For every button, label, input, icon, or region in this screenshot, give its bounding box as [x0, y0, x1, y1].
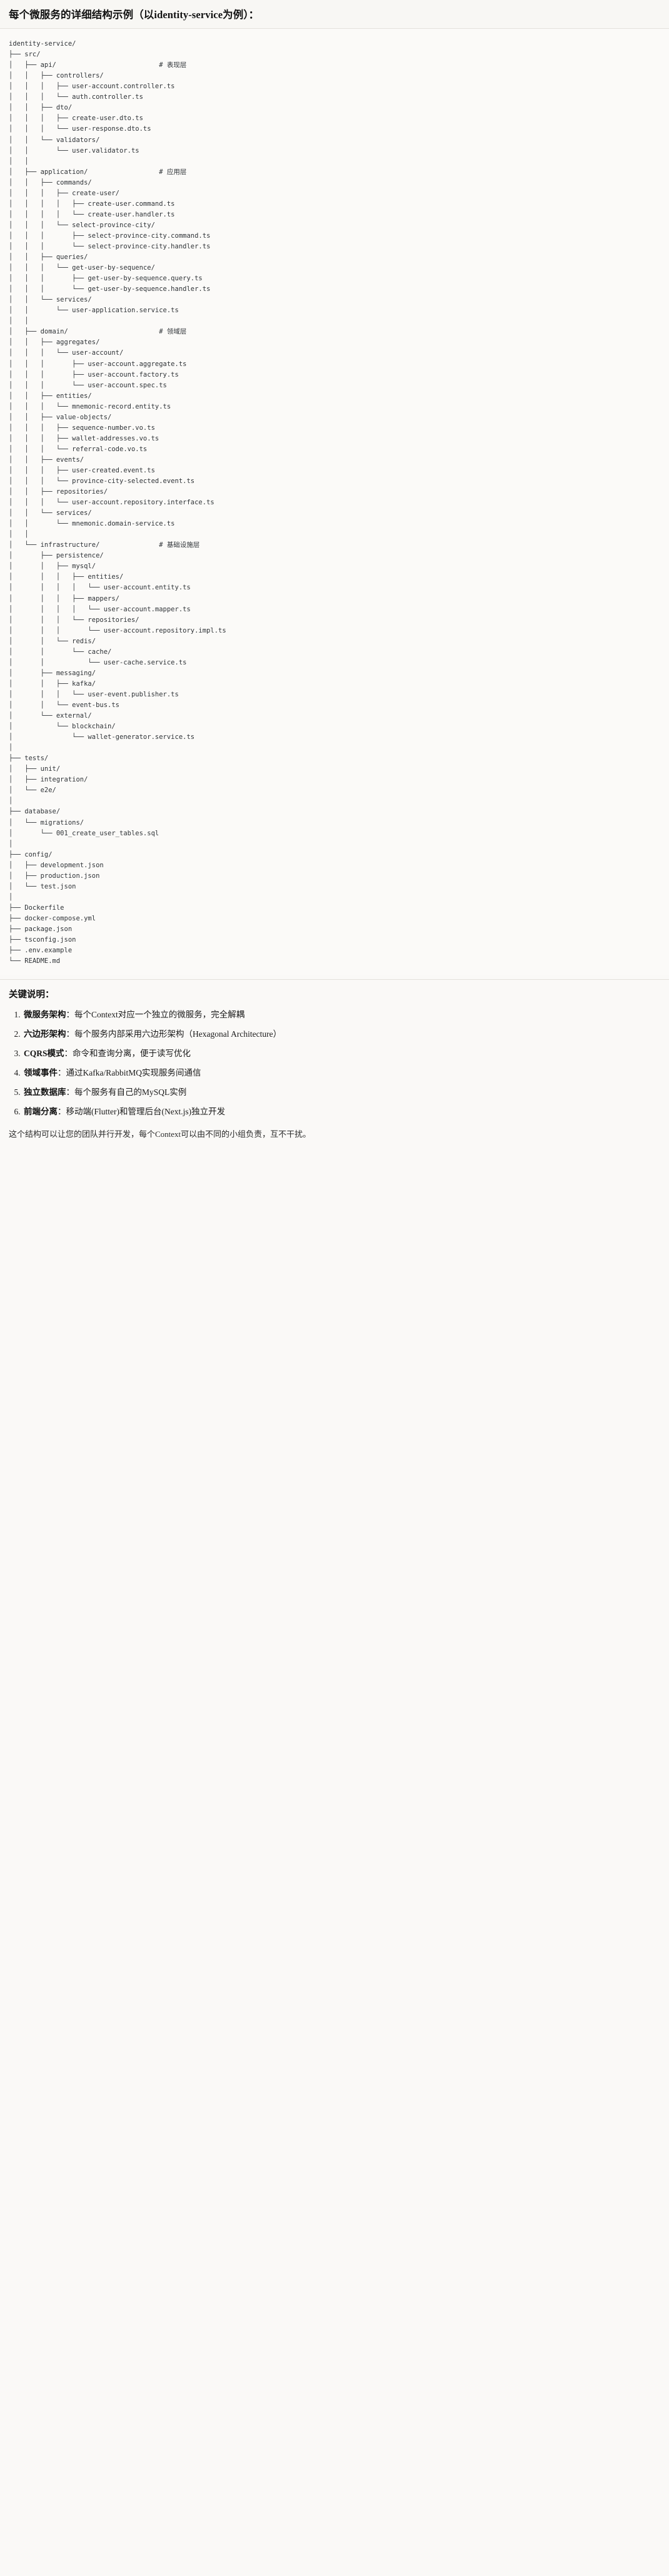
- note-term: 独立数据库: [24, 1087, 66, 1097]
- note-separator: ：: [66, 1029, 75, 1039]
- note-separator: ：: [66, 1009, 75, 1019]
- list-item: 微服务架构：每个Context对应一个独立的微服务，完全解耦: [23, 1009, 660, 1022]
- note-description: 每个服务内部采用六边形架构（Hexagonal Architecture）: [74, 1029, 282, 1039]
- key-notes-list: 微服务架构：每个Context对应一个独立的微服务，完全解耦 六边形架构：每个服…: [9, 1009, 660, 1119]
- list-item: 六边形架构：每个服务内部采用六边形架构（Hexagonal Architectu…: [23, 1028, 660, 1041]
- note-separator: ：: [66, 1087, 75, 1097]
- page-title: 每个微服务的详细结构示例（以identity-service为例）：: [9, 9, 259, 21]
- note-term: 微服务架构: [24, 1009, 66, 1019]
- note-description: 每个服务有自己的MySQL实例: [74, 1087, 187, 1097]
- key-notes-section: 关键说明： 微服务架构：每个Context对应一个独立的微服务，完全解耦 六边形…: [0, 980, 669, 1153]
- list-item: 前端分离：移动端(Flutter)和管理后台(Next.js)独立开发: [23, 1106, 660, 1119]
- note-term: 六边形架构: [24, 1029, 66, 1039]
- note-description: 每个Context对应一个独立的微服务，完全解耦: [74, 1009, 245, 1019]
- note-description: 命令和查询分离，便于读写优化: [73, 1048, 191, 1058]
- note-term: CQRS模式: [24, 1048, 64, 1058]
- closing-paragraph: 这个结构可以让您的团队并行开发，每个Context可以由不同的小组负责，互不干扰…: [9, 1129, 311, 1139]
- list-item: 独立数据库：每个服务有自己的MySQL实例: [23, 1086, 660, 1099]
- list-item: 领域事件：通过Kafka/RabbitMQ实现服务间通信: [23, 1067, 660, 1080]
- note-term: 前端分离: [24, 1106, 58, 1116]
- note-separator: ：: [64, 1048, 73, 1058]
- section-divider: [0, 979, 669, 980]
- key-notes-heading: 关键说明：: [9, 990, 54, 1000]
- note-term: 领域事件: [24, 1067, 58, 1077]
- directory-tree: identity-service/ ├── src/ │ ├── api/ # …: [9, 40, 226, 965]
- directory-tree-block: identity-service/ ├── src/ │ ├── api/ # …: [0, 29, 669, 976]
- note-separator: ：: [58, 1106, 66, 1116]
- list-item: CQRS模式：命令和查询分离，便于读写优化: [23, 1047, 660, 1061]
- note-description: 通过Kafka/RabbitMQ实现服务间通信: [66, 1067, 201, 1077]
- note-description: 移动端(Flutter)和管理后台(Next.js)独立开发: [66, 1106, 226, 1116]
- note-separator: ：: [58, 1067, 66, 1077]
- title-block: 每个微服务的详细结构示例（以identity-service为例）：: [0, 0, 669, 29]
